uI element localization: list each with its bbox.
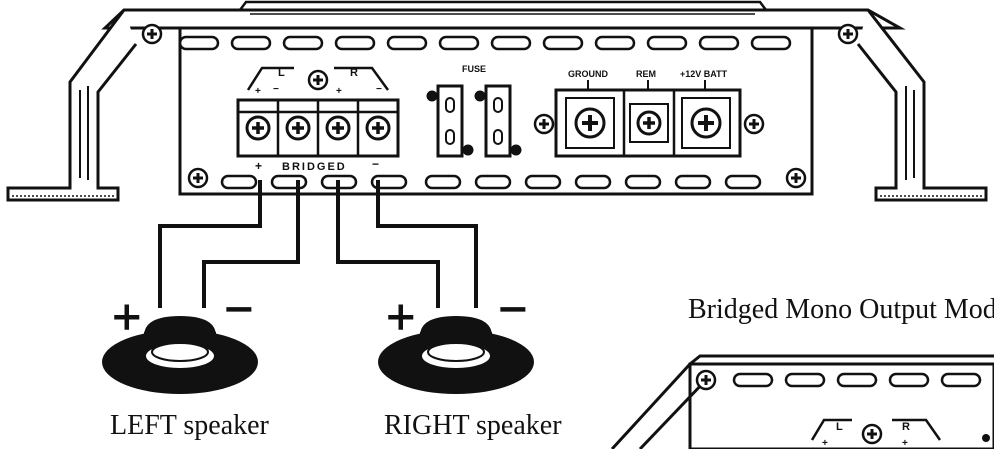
power-mount-screw-left	[533, 113, 555, 135]
fuse-section: FUSE	[426, 64, 522, 158]
left-speaker: + − LEFT speaker	[102, 285, 270, 441]
channel-right-label: R	[350, 67, 358, 79]
terminal-screw-3	[325, 115, 351, 141]
rem-label: REM	[636, 69, 656, 79]
terminal-screw-1	[245, 115, 271, 141]
wire-right-plus	[336, 180, 440, 308]
screw-bottom-right	[785, 167, 807, 189]
right-speaker: + − RIGHT speaker	[378, 285, 562, 441]
amplifier-top-heatsink	[239, 0, 767, 11]
fuse-holder-1	[426, 84, 474, 158]
terminal-screws	[245, 115, 391, 141]
second-amp-plus-1: +	[822, 438, 828, 449]
bridged-label: BRIDGED	[282, 161, 347, 173]
speaker-wires	[158, 180, 478, 308]
wire-left-plus	[158, 180, 262, 308]
top-minus-1: −	[273, 84, 279, 95]
bridged-minus: −	[372, 157, 379, 171]
vent-slots-top	[178, 35, 792, 51]
speaker-terminal-block: L R + − + − + BRIDGED −	[236, 66, 400, 173]
chassis-screws	[141, 23, 859, 189]
center-screw-icon	[307, 69, 329, 91]
second-amplifier-partial	[610, 354, 994, 449]
second-amp-bracket	[610, 362, 708, 449]
fuse-holder-2	[474, 84, 522, 158]
section-title: Bridged Mono Output Mod	[688, 294, 994, 325]
channel-left-label: L	[278, 67, 285, 79]
ground-terminal-screw	[574, 107, 606, 139]
right-mounting-bracket	[856, 9, 988, 202]
batt-terminal-screw	[690, 107, 722, 139]
fuse-label: FUSE	[462, 64, 486, 74]
screw-top-right	[837, 23, 859, 45]
right-speaker-plus: +	[384, 293, 418, 340]
wire-left-minus	[202, 180, 300, 308]
top-minus-2: −	[376, 84, 382, 95]
bridged-plus: +	[255, 159, 262, 173]
amplifier-chassis-top	[101, 8, 906, 30]
power-terminal-block: GROUND REM +12V BATT	[533, 69, 765, 158]
wire-right-minus	[376, 180, 478, 308]
rem-terminal-screw	[636, 110, 662, 136]
left-mounting-bracket	[6, 9, 138, 202]
power-terminal-screws	[574, 107, 722, 139]
screw-bottom-left	[187, 167, 209, 189]
left-speaker-minus: −	[222, 285, 256, 332]
ground-label: GROUND	[568, 69, 608, 79]
left-speaker-label: LEFT speaker	[110, 410, 270, 441]
second-amp-screw	[695, 369, 717, 391]
left-speaker-plus: +	[110, 293, 144, 340]
right-speaker-label: RIGHT speaker	[384, 410, 562, 441]
terminal-screw-2	[285, 115, 311, 141]
batt-label: +12V BATT	[680, 69, 728, 79]
screw-top-left	[141, 23, 163, 45]
second-amp-channel-left: L	[836, 421, 843, 433]
channel-bracket	[246, 66, 390, 91]
terminal-screw-4	[365, 115, 391, 141]
second-amp-plus-2: +	[902, 438, 908, 449]
second-amp-channel-right: R	[902, 421, 910, 433]
power-mount-screw-right	[743, 113, 765, 135]
vent-slots-bottom	[220, 174, 762, 190]
top-plus-2: +	[336, 86, 342, 97]
top-plus-1: +	[255, 86, 261, 97]
right-speaker-minus: −	[496, 285, 530, 332]
